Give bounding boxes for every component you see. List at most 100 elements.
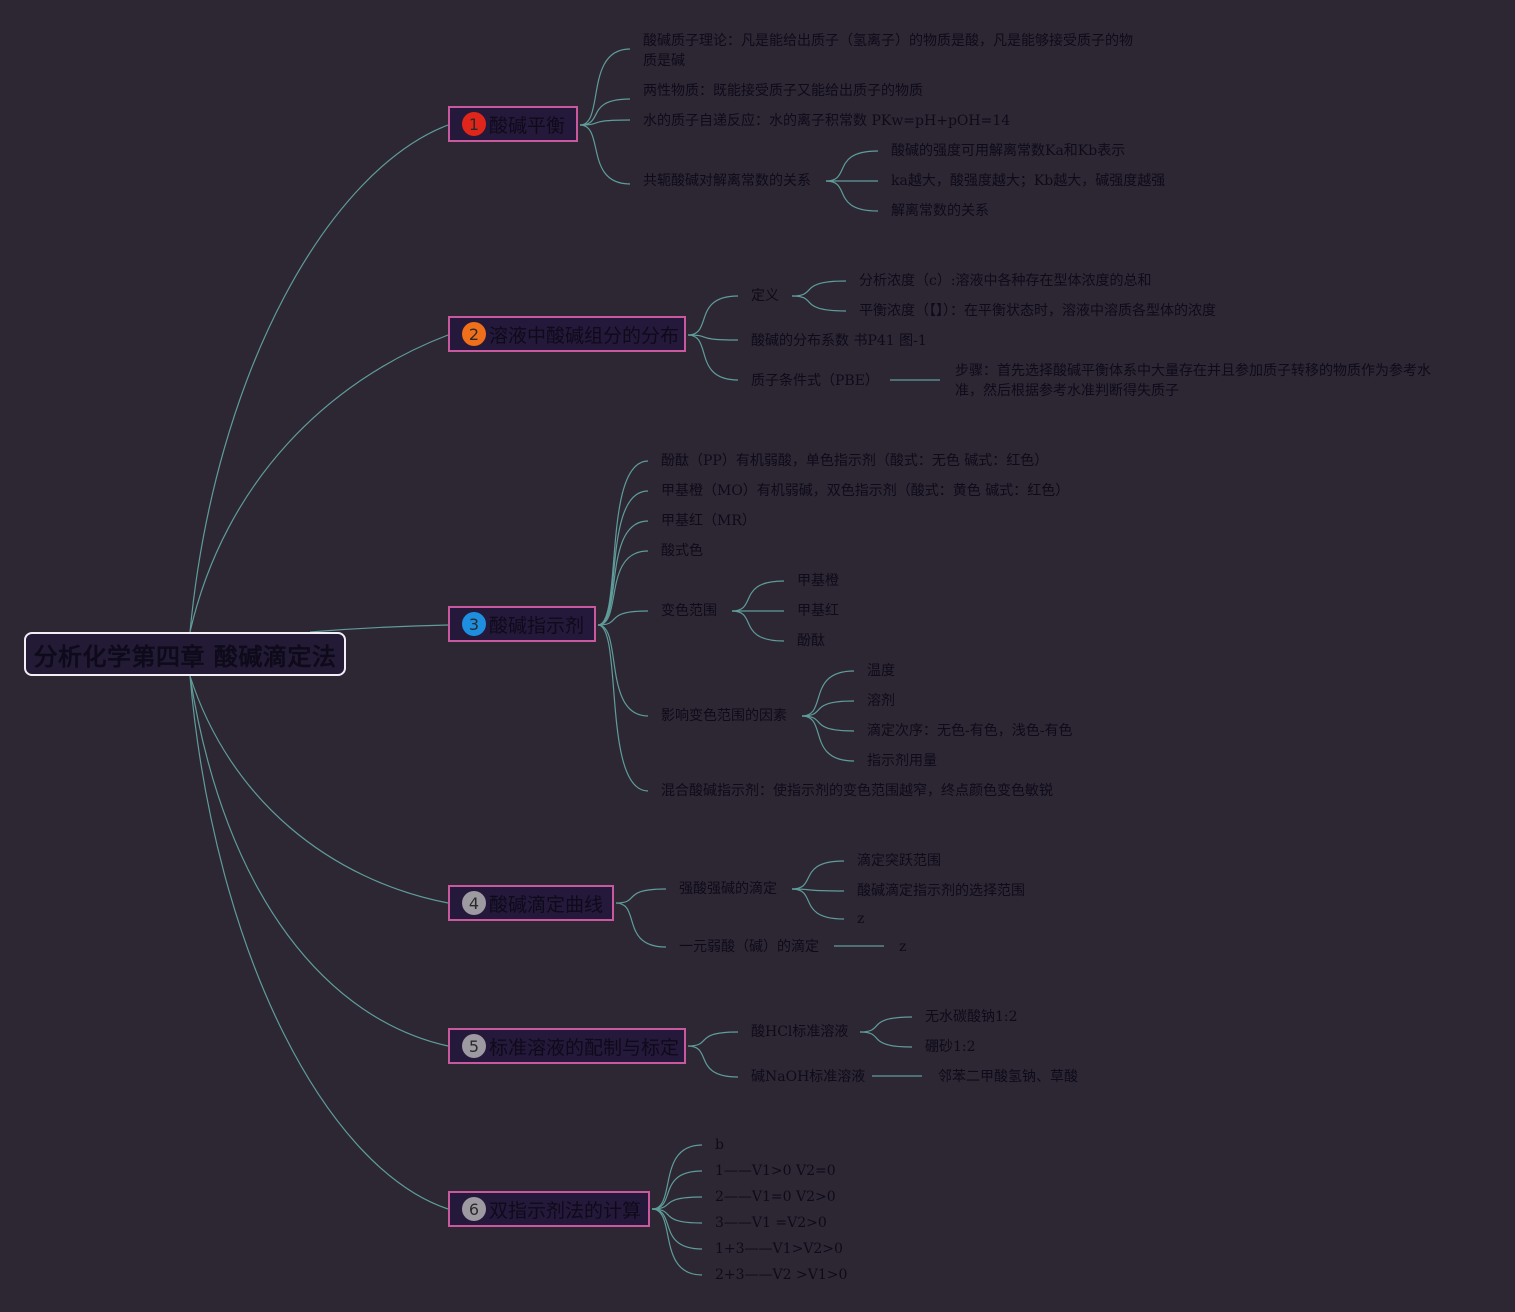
- branch-titration-curves[interactable]: 4 酸碱滴定曲线: [448, 885, 614, 921]
- topic-water-autoprotolysis[interactable]: 水的质子自递反应：水的离子积常数 PKw=pH+pOH=14: [643, 113, 1011, 129]
- subtopic-indicator-selection[interactable]: 酸碱滴定指示剂的选择范围: [857, 883, 1025, 899]
- subtopic-temperature[interactable]: 温度: [867, 663, 895, 679]
- link-b4-1: [615, 888, 667, 904]
- topic-conjugate-pair[interactable]: 共轭酸碱对解离常数的关系: [643, 173, 811, 189]
- topic-weak-acid[interactable]: 一元弱酸（碱）的滴定: [679, 939, 819, 955]
- subtopic-titration-jump[interactable]: 滴定突跃范围: [857, 853, 941, 869]
- link-b3-3: [597, 520, 649, 626]
- link-b1-2: [579, 98, 631, 126]
- subtopic-dissociation-relation[interactable]: 解离常数的关系: [891, 203, 989, 219]
- topic-acid-color[interactable]: 酸式色: [661, 543, 703, 559]
- branch-label: 酸碱指示剂: [489, 614, 585, 637]
- topic-proton-condition[interactable]: 质子条件式（PBE）: [751, 373, 879, 389]
- number-badge-1: 1: [462, 112, 486, 136]
- branch-distribution[interactable]: 2 溶液中酸碱组分的分布: [448, 316, 686, 352]
- link-b1-1: [579, 48, 631, 126]
- topic-distribution-coefficient[interactable]: 酸碱的分布系数 书P41 图-1: [751, 333, 927, 349]
- link-b3-factors-4: [801, 715, 855, 762]
- topic-definition[interactable]: 定义: [751, 288, 779, 304]
- subtopic-ka-kb[interactable]: 酸碱的强度可用解离常数Ka和Kb表示: [891, 143, 1126, 159]
- link-b2-def-2: [791, 295, 847, 312]
- number-badge-3: 3: [462, 612, 486, 636]
- link-b3-5: [597, 610, 649, 626]
- topic-case-3[interactable]: 3——V1 =V2>0: [715, 1215, 827, 1231]
- subtopic-indicator-amount[interactable]: 指示剂用量: [867, 753, 937, 769]
- topic-amphoteric[interactable]: 两性物质：既能接受质子又能给出质子的物质: [643, 83, 923, 99]
- link-b4-strong-1: [791, 860, 845, 890]
- topic-transition-range[interactable]: 变色范围: [661, 603, 717, 619]
- link-root-branch-6: [189, 675, 449, 1210]
- topic-case-1[interactable]: 1——V1>0 V2=0: [715, 1163, 836, 1179]
- subtopic-titration-order[interactable]: 滴定次序：无色-有色，浅色-有色: [867, 723, 1073, 739]
- topic-phenolphthalein[interactable]: 酚酞（PP）有机弱酸，单色指示剂（酸式：无色 碱式：红色）: [661, 453, 1049, 469]
- topic-proton-theory[interactable]: 酸碱质子理论：凡是能给出质子（氢离子）的物质是酸，凡是能够接受质子的物质是碱: [643, 33, 1133, 69]
- link-b1-4: [579, 124, 631, 185]
- number-badge-2: 2: [462, 322, 486, 346]
- topic-methyl-red[interactable]: 甲基红（MR）: [661, 513, 756, 529]
- link-b5-hcl-1: [859, 1016, 913, 1033]
- topic-strong-acid-base[interactable]: 强酸强碱的滴定: [679, 881, 777, 897]
- topic-case-2-3[interactable]: 2+3——V2 >V1>0: [715, 1267, 848, 1283]
- link-b4-2: [615, 902, 667, 948]
- topic-case-2[interactable]: 2——V1=0 V2>0: [715, 1189, 836, 1205]
- branch-label: 溶液中酸碱组分的分布: [489, 324, 680, 347]
- subtopic-sodium-carbonate[interactable]: 无水碳酸钠1:2: [925, 1009, 1018, 1025]
- subtopic-khp-oxalic[interactable]: 邻苯二甲酸氢钠、草酸: [938, 1069, 1078, 1085]
- link-b3-2: [597, 490, 649, 626]
- subtopic-ka-strength[interactable]: ka越大，酸强度越大；Kb越大，碱强度越强: [891, 173, 1166, 189]
- link-b5-2: [687, 1045, 739, 1078]
- link-b1-3: [579, 119, 631, 126]
- subtopic-z-1[interactable]: z: [857, 911, 865, 927]
- topic-naoh-standard[interactable]: 碱NaOH标准溶液: [751, 1069, 866, 1085]
- topic-methyl-orange[interactable]: 甲基橙（MO）有机弱碱，双色指示剂（酸式：黄色 碱式：红色）: [661, 483, 1070, 499]
- number-badge-6: 6: [462, 1197, 486, 1221]
- link-b3-factors-2: [801, 700, 855, 717]
- branch-label: 双指示剂法的计算: [489, 1199, 642, 1222]
- link-b3-factors-1: [801, 670, 855, 717]
- link-b2-2: [687, 334, 739, 341]
- link-b6-2: [651, 1170, 703, 1210]
- link-b6-4: [651, 1208, 703, 1224]
- link-b3-6: [597, 624, 649, 717]
- topic-mixed-indicator[interactable]: 混合酸碱指示剂：使指示剂的变色范围越窄，终点颜色变色敏锐: [661, 783, 1053, 799]
- link-b6-3: [651, 1196, 703, 1210]
- topic-b[interactable]: b: [715, 1137, 724, 1153]
- link-b3-4: [597, 550, 649, 626]
- subtopic-solvent[interactable]: 溶剂: [867, 693, 895, 709]
- subtopic-equilibrium-concentration[interactable]: 平衡浓度（【】）：在平衡状态时，溶液中溶质各型体的浓度: [859, 303, 1216, 319]
- subtopic-borax[interactable]: 硼砂1:2: [925, 1039, 976, 1055]
- subtopic-range-methyl-red[interactable]: 甲基红: [797, 603, 839, 619]
- link-b5-1: [687, 1031, 739, 1047]
- link-b1-conj-1: [825, 150, 879, 182]
- branch-indicators[interactable]: 3 酸碱指示剂: [448, 606, 596, 642]
- link-b3-factors-3: [801, 715, 855, 732]
- subtopic-z-2[interactable]: z: [899, 939, 907, 955]
- link-b6-6: [651, 1208, 703, 1276]
- topic-case-1-3[interactable]: 1+3——V1>V2>0: [715, 1241, 843, 1257]
- link-root-branch-4: [189, 675, 449, 904]
- link-b2-1: [687, 295, 739, 336]
- link-b1-conj-3: [825, 180, 879, 212]
- link-b3-7: [597, 624, 649, 792]
- branch-acid-base-equilibrium[interactable]: 1 酸碱平衡: [448, 106, 578, 142]
- topic-range-factors[interactable]: 影响变色范围的因素: [661, 708, 787, 724]
- branch-standard-solutions[interactable]: 5 标准溶液的配制与标定: [448, 1028, 686, 1064]
- topic-hcl-standard[interactable]: 酸HCl标准溶液: [751, 1024, 849, 1040]
- branch-double-indicator[interactable]: 6 双指示剂法的计算: [448, 1191, 650, 1227]
- root-title: 分析化学第四章 酸碱滴定法: [33, 642, 337, 671]
- link-root-branch-5: [189, 675, 449, 1047]
- subtopic-pbe-steps[interactable]: 步骤：首先选择酸碱平衡体系中大量存在并且参加质子转移的物质作为参考水准，然后根据…: [955, 363, 1431, 399]
- subtopic-range-methyl-orange[interactable]: 甲基橙: [797, 573, 839, 589]
- branch-label: 酸碱平衡: [489, 114, 566, 137]
- link-b2-3: [687, 334, 739, 381]
- number-badge-4: 4: [462, 891, 486, 915]
- subtopic-analytical-concentration[interactable]: 分析浓度（c）:溶液中各种存在型体浓度的总和: [859, 273, 1152, 289]
- root-topic[interactable]: 分析化学第四章 酸碱滴定法: [24, 632, 346, 676]
- link-b3-1: [597, 460, 649, 626]
- link-b3-range-1: [731, 580, 785, 612]
- link-b5-hcl-2: [859, 1031, 913, 1048]
- link-root-branch-3: [309, 624, 449, 633]
- subtopic-range-phenolphthalein[interactable]: 酚酞: [797, 633, 825, 649]
- branch-label: 标准溶液的配制与标定: [489, 1036, 680, 1059]
